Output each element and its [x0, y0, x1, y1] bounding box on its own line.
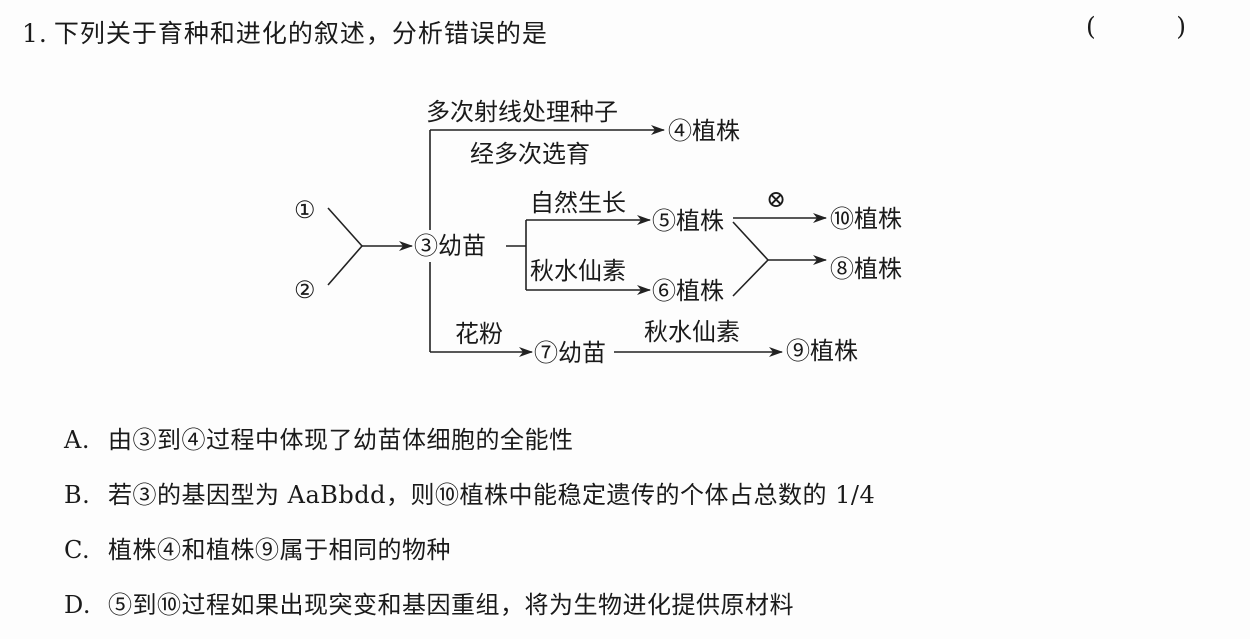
answer-paren-close: ) [1176, 12, 1186, 41]
label-pollen: 花粉 [455, 320, 503, 348]
answer-options: A. 由③到④过程中体现了幼苗体细胞的全能性 B. 若③的基因型为 AaBbdd，则… [64, 420, 875, 640]
option-c-text: 植株④和植株⑨属于相同的物种 [108, 536, 451, 564]
option-a-text: 由③到④过程中体现了幼苗体细胞的全能性 [108, 426, 574, 454]
node-seedling-7: ⑦幼苗 [534, 339, 606, 367]
option-d-text: ⑤到⑩过程如果出现突变和基因重组，将为生物进化提供原材料 [108, 591, 794, 619]
edge-plant6-cross [732, 259, 769, 297]
question-number: 1. [22, 19, 48, 48]
option-a[interactable]: A. 由③到④过程中体现了幼苗体细胞的全能性 [64, 420, 875, 475]
node-plant-8: ⑧植株 [830, 255, 902, 283]
edge-start2-merge [327, 245, 363, 286]
question-text: 下列关于育种和进化的叙述，分析错误的是 [53, 19, 548, 48]
edge-plant5-cross [732, 221, 769, 261]
option-d[interactable]: D. ⑤到⑩过程如果出现突变和基因重组，将为生物进化提供原材料 [64, 585, 875, 640]
node-plant-5: ⑤植株 [652, 207, 724, 235]
option-c-letter: C. [64, 536, 91, 564]
node-start-1: ① [294, 196, 316, 224]
option-a-letter: A. [64, 426, 90, 454]
answer-blank[interactable]: ( ) [1086, 12, 1186, 41]
node-plant-9: ⑨植株 [786, 337, 858, 365]
node-plant-10: ⑩植株 [830, 205, 902, 233]
option-b[interactable]: B. 若③的基因型为 AaBbdd，则⑩植株中能稳定遗传的个体占总数的 1/4 [64, 475, 875, 530]
label-radiation: 多次射线处理种子 [426, 98, 618, 126]
node-start-2: ② [294, 276, 316, 304]
label-colchicine-2: 秋水仙素 [644, 318, 740, 346]
edge-start1-merge [327, 207, 363, 247]
answer-paren-open: ( [1086, 12, 1096, 41]
selfing-symbol: ⊗ [766, 185, 786, 213]
option-c[interactable]: C. 植株④和植株⑨属于相同的物种 [64, 530, 875, 585]
option-b-text: 若③的基因型为 AaBbdd，则⑩植株中能稳定遗传的个体占总数的 1/4 [108, 481, 876, 509]
node-seedling-3: ③幼苗 [414, 232, 486, 260]
question-stem: 1.下列关于育种和进化的叙述，分析错误的是 [22, 14, 548, 50]
label-colchicine-1: 秋水仙素 [530, 257, 626, 285]
option-b-letter: B. [64, 481, 91, 509]
label-natural-growth: 自然生长 [530, 189, 626, 217]
option-d-letter: D. [64, 591, 92, 619]
node-plant-4: ④植株 [668, 117, 740, 145]
node-plant-6: ⑥植株 [652, 277, 724, 305]
label-selection: 经多次选育 [470, 140, 590, 168]
